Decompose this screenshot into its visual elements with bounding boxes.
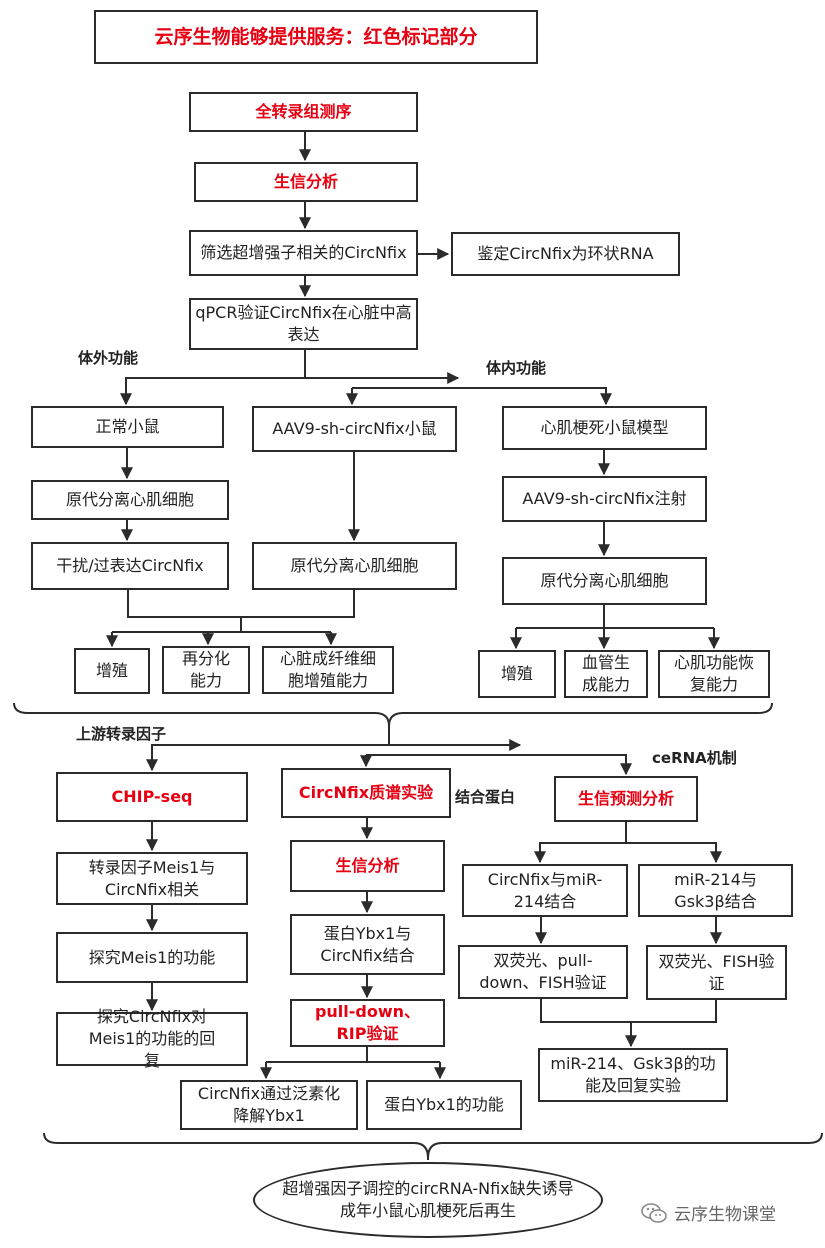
label-binding-protein: 结合蛋白 [455,788,516,806]
node-fibroblast: 心脏成纤维细胞增殖能力 [262,646,394,694]
node-prolif-2: 增殖 [478,650,556,698]
node-conclusion: 超增强因子调控的circRNA-Nfix缺失诱导成年小鼠心肌梗死后再生 [253,1162,603,1238]
split-line-ms [266,1047,440,1063]
node-identify: 鉴定CircNfix为环状RNA [451,232,680,276]
arrow-to-chipseq [146,726,390,772]
node-gsk-bind: miR-214与Gsk3β结合 [638,864,793,917]
node-meis1-tf: 转录因子Meis1与CircNfix相关 [56,852,248,905]
split-line-invivo [516,605,714,629]
node-pulldown: pull-down、RIP验证 [290,999,445,1047]
node-mir214-bind: CircNfix与miR-214结合 [462,864,628,917]
node-primary-cm-1: 原代分离心肌细胞 [31,480,229,520]
node-primary-cm-3: 原代分离心肌细胞 [502,557,707,605]
node-normal-mouse: 正常小鼠 [31,406,224,448]
node-redifferentiation: 再分化能力 [162,646,250,694]
arrow-to-gsk [626,842,722,864]
arrow-to-normal-mouse [120,350,306,406]
label-upstream: 上游转录因子 [76,725,167,743]
node-meis1-func: 探究Meis1的功能 [56,932,248,983]
node-ybx1-func: 蛋白Ybx1的功能 [366,1080,522,1130]
node-aav-inject: AAV9-sh-circNfix注射 [502,476,707,522]
split-line-invitro [112,617,331,633]
node-rescue-exp: miR-214、Gsk3β的功能及回复实验 [538,1048,728,1102]
header-box: 云序生物能够提供服务：红色标记部分 [94,10,538,64]
merge-line-cerna [540,999,717,1023]
node-bioinfo-2: 生信分析 [290,840,445,892]
node-rnaseq: 全转录组测序 [189,92,418,132]
watermark: 云序生物课堂 [640,1200,776,1225]
node-ybx1-bind: 蛋白Ybx1与CircNfix结合 [290,914,445,975]
arrow-to-predict [366,754,632,776]
node-prolif-1: 增殖 [74,648,150,694]
node-mi-model: 心肌梗死小鼠模型 [502,406,707,450]
node-cardiac-recovery: 心肌功能恢复能力 [658,650,770,698]
node-aav-mouse: AAV9-sh-circNfix小鼠 [252,406,457,452]
node-predict: 生信预测分析 [554,776,698,822]
watermark-text: 云序生物课堂 [674,1205,776,1225]
node-ubiq: CircNfix通过泛素化降解Ybx1 [180,1080,358,1130]
merge-line-invitro [127,590,355,618]
label-in-vitro: 体外功能 [78,349,139,367]
node-meis1-rescue: 探究CircNfix对Meis1的功能的回复 [56,1007,248,1070]
arrow-to-mir214 [534,822,627,864]
label-in-vivo: 体内功能 [486,359,547,377]
node-verify-2: 双荧光、FISH验证 [646,945,787,1000]
node-ms: CircNfix质谱实验 [281,768,451,818]
arrow-to-mi-model [352,387,612,406]
wechat-icon [641,1202,667,1223]
node-verify-1: 双荧光、pull-down、FISH验证 [458,945,628,999]
brace-bottom [43,1132,823,1159]
node-chipseq: CHIP-seq [56,772,248,822]
node-screen: 筛选超增强子相关的CircNfix [189,230,418,276]
node-angiogenesis: 血管生成能力 [564,650,648,698]
node-interfere: 干扰/过表达CircNfix [31,542,229,590]
label-cerna: ceRNA机制 [652,749,737,767]
node-primary-cm-2: 原代分离心肌细胞 [252,542,457,590]
node-qpcr: qPCR验证CircNfix在心脏中高表达 [189,298,418,350]
node-bioinfo-1: 生信分析 [194,162,418,202]
